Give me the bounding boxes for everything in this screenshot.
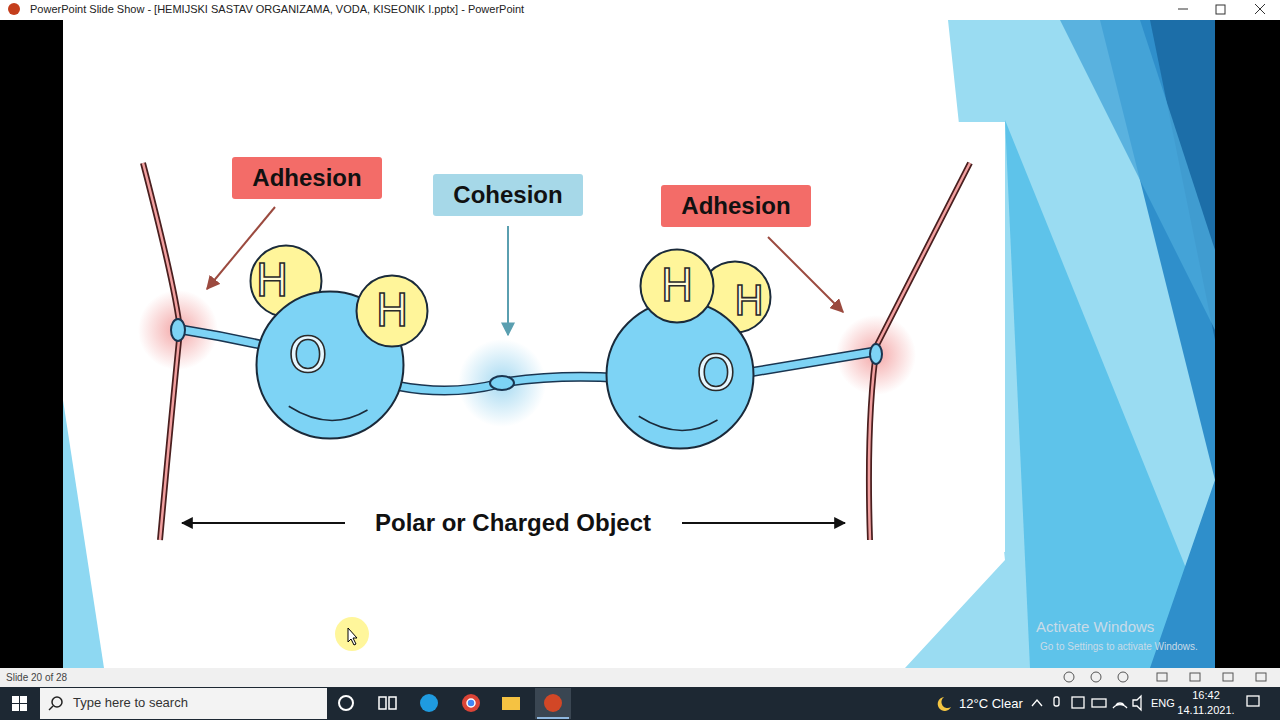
atom-symbol: O (288, 330, 327, 380)
slide (63, 20, 1215, 668)
weather-text: 12°C Clear (959, 696, 1023, 712)
window-buttons (1178, 4, 1265, 14)
app-icon (8, 3, 20, 15)
taskbar (0, 687, 1280, 720)
charged-surface (143, 163, 970, 540)
clock-date: 14.11.2021. (1177, 704, 1234, 717)
cursor-highlight (335, 617, 369, 651)
atom-text-holder: H (355, 274, 429, 348)
search-icon (52, 697, 62, 707)
cortana-icon (339, 696, 353, 710)
span-arrow (182, 522, 345, 524)
chrome-icon (462, 694, 480, 712)
adhesion-label: Adhesion (232, 157, 382, 199)
hydrogen-atom: H (639, 248, 715, 324)
adhesion-label: Adhesion (661, 185, 811, 227)
cohesion-label: Cohesion (433, 174, 583, 216)
weather-icon (938, 697, 951, 711)
atom-symbol: H (375, 289, 408, 333)
letterbox (0, 20, 63, 668)
atom-text-holder: H (639, 248, 715, 324)
slide-counter: Slide 20 of 28 (6, 672, 67, 684)
taskview-icon (379, 697, 396, 709)
label-text: Adhesion (681, 192, 790, 220)
atom-symbol: H (660, 264, 693, 308)
picture-ground (130, 122, 1005, 552)
window-title: PowerPoint Slide Show - [HEMIJSKI SASTAV… (30, 3, 524, 16)
active-app (535, 688, 571, 719)
status-controls (1064, 672, 1266, 682)
atom-symbol: O (696, 348, 735, 398)
leader-arrow (768, 237, 843, 312)
watermark: Activate Windows (1036, 618, 1154, 636)
axis-label: Polar or Charged Object (375, 509, 651, 538)
start-button (12, 696, 27, 711)
folder-icon (502, 697, 520, 710)
search-placeholder: Type here to search (73, 695, 188, 711)
letterbox (1215, 20, 1280, 668)
edge-icon (420, 694, 438, 712)
powerpoint-icon (544, 694, 562, 712)
mouse-pointer (348, 628, 357, 645)
leader-arrow (507, 226, 509, 335)
search-box (40, 688, 327, 719)
slide-decoration (63, 20, 1215, 668)
label-text: Cohesion (453, 181, 562, 209)
clock-time: 16:42 (1192, 689, 1220, 702)
span-arrow (682, 522, 845, 524)
atom-symbol: H (734, 281, 764, 321)
watermark: Go to Settings to activate Windows. (1040, 641, 1198, 653)
hydrogen-atom: H (355, 274, 429, 348)
atom-symbol: H (255, 259, 288, 303)
label-text: Adhesion (252, 164, 361, 192)
title-bar (0, 0, 1280, 20)
status-bar (0, 668, 1280, 687)
language-indicator: ENG (1151, 697, 1175, 710)
